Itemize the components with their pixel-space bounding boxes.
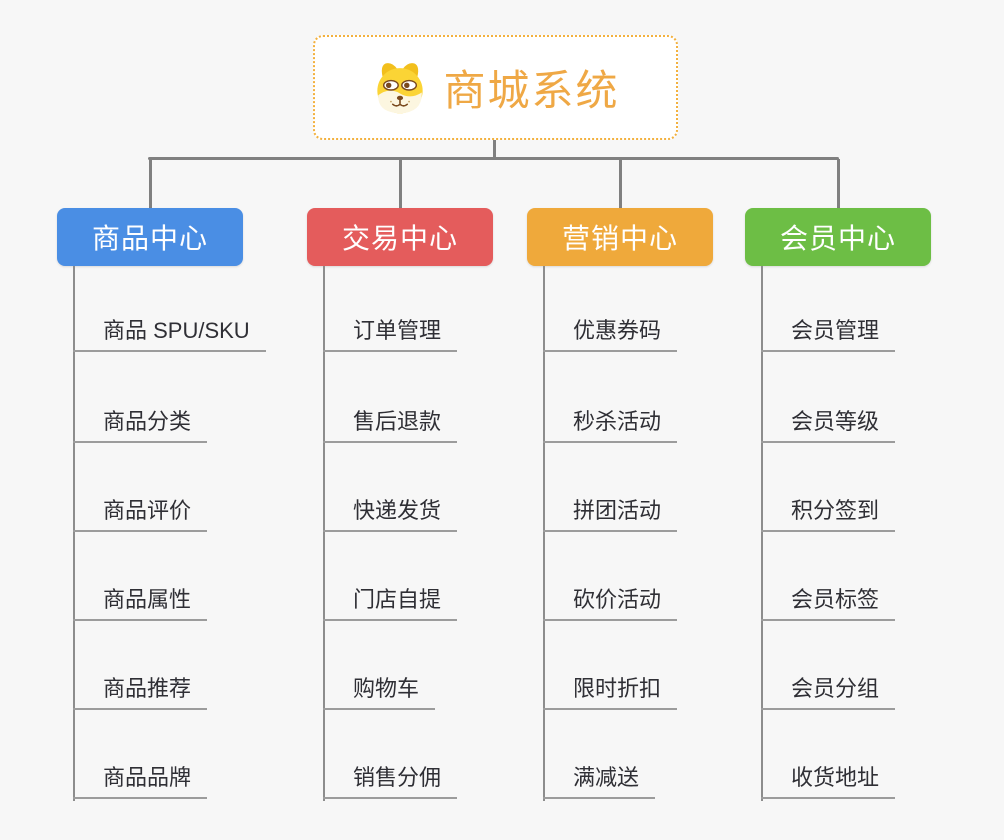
leaf-node[interactable]: 快递发货 <box>323 496 458 532</box>
leaf-node[interactable]: 商品评价 <box>73 496 208 532</box>
leaf-node[interactable]: 购物车 <box>323 674 436 710</box>
connector-branch-drop <box>148 159 152 208</box>
leaf-node[interactable]: 商品推荐 <box>73 674 208 710</box>
branch-node[interactable]: 交易中心 <box>307 208 493 266</box>
connector-branch-drop <box>836 159 840 208</box>
leaf-node[interactable]: 会员等级 <box>761 407 896 443</box>
connector-branch-spine <box>323 266 325 801</box>
leaf-node[interactable]: 优惠券码 <box>543 316 678 352</box>
connector-branch-spine <box>761 266 763 801</box>
leaf-node[interactable]: 限时折扣 <box>543 674 678 710</box>
leaf-node[interactable]: 秒杀活动 <box>543 407 678 443</box>
branch-node[interactable]: 商品中心 <box>57 208 243 266</box>
leaf-node[interactable]: 砍价活动 <box>543 585 678 621</box>
root-title: 商城系统 <box>443 67 620 114</box>
leaf-node[interactable]: 门店自提 <box>323 585 458 621</box>
root-node[interactable]: 商城系统 <box>313 35 678 140</box>
leaf-node[interactable]: 商品属性 <box>73 585 208 621</box>
branch-node[interactable]: 营销中心 <box>527 208 713 266</box>
leaf-node[interactable]: 会员分组 <box>761 674 896 710</box>
connector-branch-spine <box>543 266 545 801</box>
leaf-node[interactable]: 销售分佣 <box>323 763 458 799</box>
leaf-node[interactable]: 订单管理 <box>323 316 458 352</box>
leaf-node[interactable]: 积分签到 <box>761 496 896 532</box>
connector-root-stub <box>493 140 496 160</box>
leaf-node[interactable]: 收货地址 <box>761 763 896 799</box>
leaf-node[interactable]: 售后退款 <box>323 407 458 443</box>
leaf-node[interactable]: 商品 SPU/SKU <box>73 316 266 352</box>
connector-branch-drop <box>398 159 402 208</box>
connector-horizontal-rail <box>148 157 839 160</box>
leaf-node[interactable]: 会员标签 <box>761 585 896 621</box>
branch-label: 营销中心 <box>561 223 678 254</box>
leaf-node[interactable]: 商品品牌 <box>73 763 208 799</box>
leaf-node[interactable]: 满减送 <box>543 763 656 799</box>
leaf-node[interactable]: 商品分类 <box>73 407 208 443</box>
dog-face-icon <box>371 59 429 117</box>
branch-label: 会员中心 <box>779 223 896 254</box>
branch-label: 商品中心 <box>91 223 208 254</box>
branch-node[interactable]: 会员中心 <box>745 208 931 266</box>
connector-branch-drop <box>618 159 622 208</box>
branch-label: 交易中心 <box>341 223 458 254</box>
leaf-node[interactable]: 会员管理 <box>761 316 896 352</box>
connector-branch-spine <box>73 266 75 801</box>
leaf-node[interactable]: 拼团活动 <box>543 496 678 532</box>
